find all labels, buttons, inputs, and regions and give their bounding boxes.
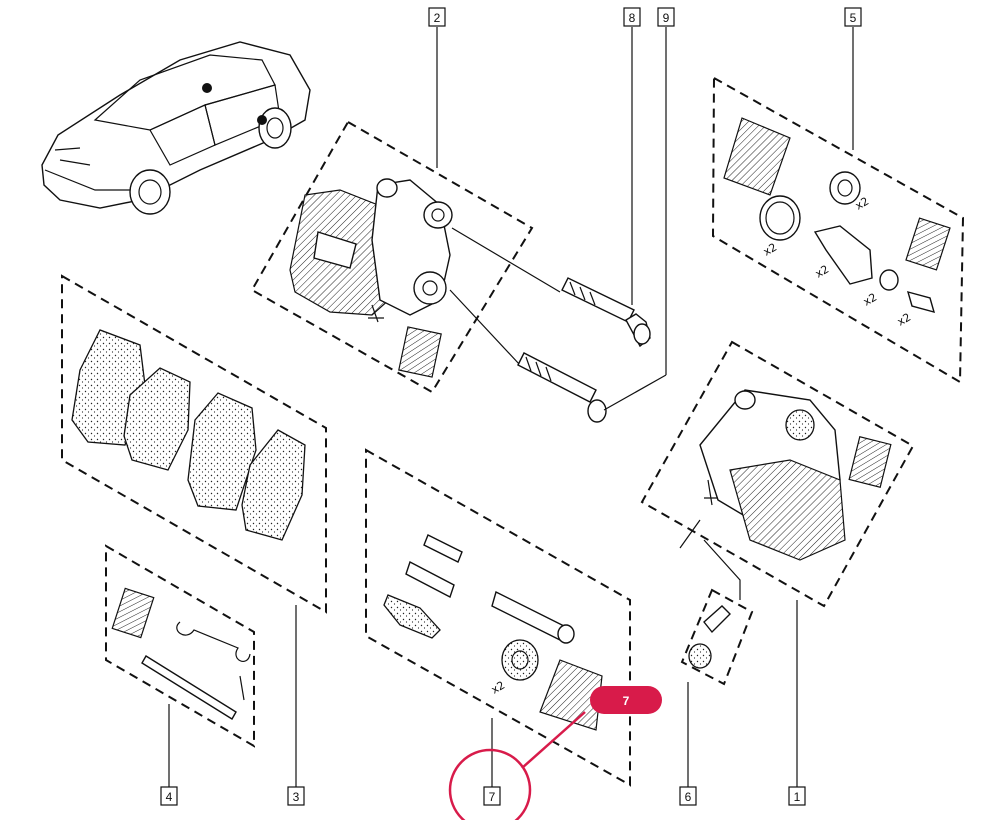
callout-box-9[interactable]: 9 <box>657 7 675 27</box>
callout-box-1[interactable]: 1 <box>788 786 806 806</box>
highlight-annotation: 7 <box>448 686 662 820</box>
qty-note-ring: x2 <box>761 241 779 259</box>
kit-4-pad-hardware[interactable] <box>105 544 255 748</box>
callout-label-7: 7 <box>489 790 496 804</box>
callout-box-4[interactable]: 4 <box>160 786 178 806</box>
kit-7-guide-kit[interactable] <box>365 448 631 787</box>
callout-label-8: 8 <box>629 11 636 25</box>
callout-label-9: 9 <box>663 11 670 25</box>
qty-note-plug: x2 <box>895 311 913 329</box>
bolt-8[interactable] <box>561 277 651 348</box>
callout-box-5[interactable]: 5 <box>844 7 862 27</box>
qty-note-boot: x2 <box>813 263 831 281</box>
callout-label-6: 6 <box>685 790 692 804</box>
callout-label-5: 5 <box>850 11 857 25</box>
highlight-tag[interactable] <box>590 686 662 714</box>
kit-2-caliper[interactable] <box>250 120 561 394</box>
callout-label-2: 2 <box>434 11 441 25</box>
kit-1-caliper[interactable] <box>640 340 915 608</box>
callout-label-1: 1 <box>794 790 801 804</box>
callout-box-8[interactable]: 8 <box>623 7 641 27</box>
callout-box-2[interactable]: 2 <box>428 7 446 27</box>
highlight-leader-line <box>521 711 586 769</box>
qty-note-guide-boot: x2 <box>489 679 507 697</box>
highlight-ring <box>448 748 532 820</box>
kit-3-brake-pads[interactable] <box>61 274 327 614</box>
kit-5-repair-kit[interactable] <box>711 76 965 384</box>
bolt-9[interactable] <box>517 352 607 423</box>
callout-label-3: 3 <box>293 790 300 804</box>
callout-box-7[interactable]: 7 <box>483 786 501 806</box>
callout-box-3[interactable]: 3 <box>287 786 305 806</box>
qty-note-seal: x2 <box>853 195 871 213</box>
kit-6-bleed-screw[interactable] <box>679 519 754 686</box>
callout-label-4: 4 <box>166 790 173 804</box>
callout-leaders <box>168 27 854 787</box>
callout-box-6[interactable]: 6 <box>679 786 697 806</box>
qty-note-washer: x2 <box>861 291 879 309</box>
highlight-tag-label: 7 <box>623 694 630 708</box>
car-illustration <box>41 41 311 215</box>
